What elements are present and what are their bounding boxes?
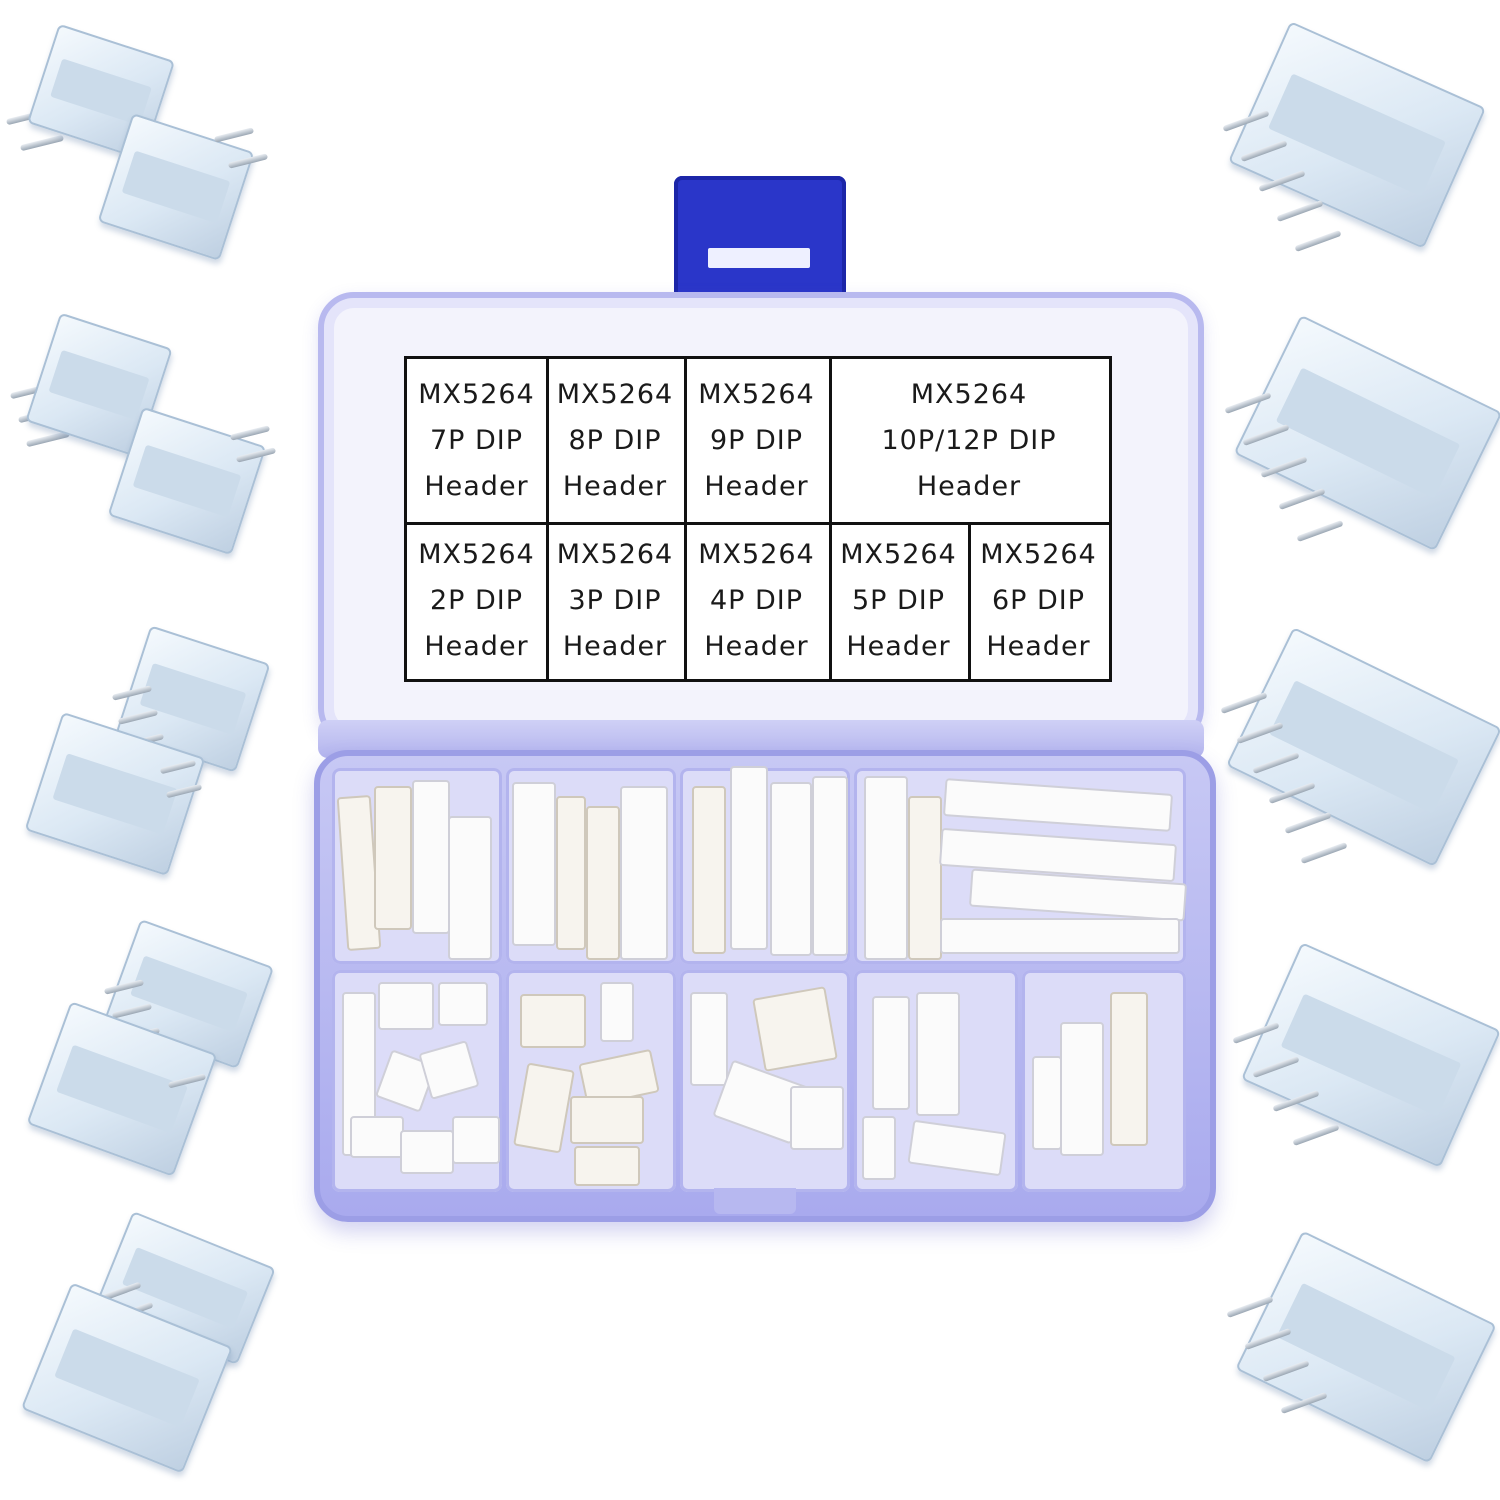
connector-piece — [512, 782, 556, 946]
connector-piece — [812, 776, 848, 956]
box-base — [314, 750, 1216, 1222]
connector-pin — [1300, 841, 1348, 865]
connector-pin — [1276, 199, 1324, 223]
connector-pin — [229, 425, 271, 441]
connector-piece — [690, 992, 728, 1086]
connector-piece — [520, 994, 586, 1048]
connector-piece — [730, 766, 768, 950]
connector-piece — [378, 982, 434, 1030]
connector-piece — [374, 786, 412, 930]
connector-header — [1225, 626, 1500, 868]
connector-piece — [1032, 1056, 1062, 1150]
connector-piece — [620, 786, 668, 960]
box-latch-tab — [674, 176, 846, 300]
connector-piece — [770, 782, 812, 956]
connector-header — [1227, 21, 1487, 249]
box-latch-bottom — [714, 1188, 796, 1214]
connector-piece — [586, 806, 620, 960]
connector-header — [1235, 1230, 1497, 1464]
connector-piece — [574, 1146, 640, 1186]
connector-pin — [1294, 229, 1342, 253]
connector-piece — [438, 982, 488, 1026]
connector-piece — [692, 786, 726, 954]
connector-piece — [400, 1130, 454, 1174]
connector-piece — [452, 1116, 500, 1164]
connector-piece — [752, 986, 838, 1072]
connector-pin — [213, 127, 255, 143]
connector-piece — [790, 1086, 844, 1150]
connector-pin — [19, 134, 65, 152]
connector-header — [1240, 942, 1500, 1168]
connector-piece — [916, 992, 960, 1116]
connector-piece — [1060, 1022, 1104, 1156]
tab-slot — [708, 248, 810, 268]
connector-piece — [350, 1116, 404, 1158]
connector-pin — [1292, 1123, 1340, 1147]
connector-piece — [940, 918, 1180, 954]
connector-piece — [1110, 992, 1148, 1146]
connector-piece — [908, 796, 942, 960]
connector-piece — [570, 1096, 644, 1144]
connector-piece — [864, 776, 908, 960]
connector-piece — [556, 796, 586, 950]
connector-pin — [1296, 519, 1344, 543]
connector-pin — [1278, 487, 1326, 511]
connector-pin — [1284, 811, 1332, 835]
connector-piece — [872, 996, 910, 1110]
connector-piece — [412, 780, 450, 934]
connector-piece — [600, 982, 634, 1042]
connector-piece — [862, 1116, 896, 1180]
connector-piece — [448, 816, 492, 960]
